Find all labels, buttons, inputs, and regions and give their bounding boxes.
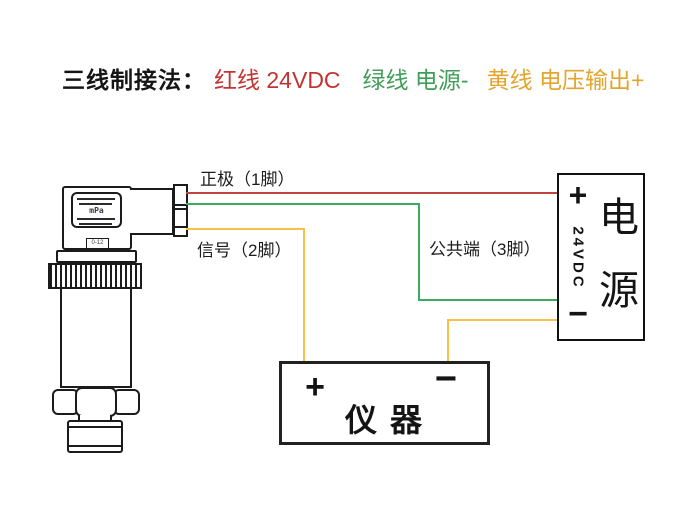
display-line: [79, 203, 112, 205]
instrument-minus-terminal: −: [434, 358, 458, 400]
title-green-wire-legend: 绿线 电源-: [362, 67, 469, 93]
instrument-name: 仪 器: [345, 402, 424, 438]
thread-line: [69, 426, 121, 428]
gland-ring-line: [175, 226, 186, 228]
transmitter-flange: [56, 250, 137, 263]
transmitter-cable-gland: [173, 184, 188, 237]
gland-ring-line: [175, 204, 186, 206]
yellow-wire-vertical-1: [303, 228, 305, 361]
yellow-wire-horizontal-1: [186, 228, 305, 230]
label-positive-pin1: 正极（1脚）: [200, 170, 295, 189]
label-common-pin3: 公共端（3脚）: [429, 240, 541, 259]
transmitter-nameplate: 0-12: [86, 238, 109, 249]
diagram-title: 三线制接法： 红线 24VDC 绿线 电源- 黄线 电压输出+: [62, 64, 644, 96]
psu-plus-terminal: +: [568, 177, 588, 213]
hex-nut-center-face: [75, 387, 117, 417]
hex-nut-right-face: [113, 389, 140, 415]
green-wire-horizontal-1: [186, 203, 420, 205]
red-wire-horizontal: [186, 192, 557, 194]
title-yellow-wire-legend: 黄线 电压输出+: [486, 67, 645, 93]
display-unit-text: mPa: [89, 206, 104, 215]
transmitter-connector-arm: [130, 188, 174, 235]
display-line: [77, 218, 115, 220]
transmitter-display: mPa: [71, 192, 122, 228]
instrument-plus-terminal: +: [305, 368, 325, 406]
label-signal-pin2: 信号（2脚）: [197, 241, 292, 260]
transmitter-knurled-ring: [48, 263, 142, 289]
psu-name-char-2: 源: [599, 269, 639, 313]
power-supply-box: + 24VDC − 电 源: [557, 173, 645, 341]
green-wire-vertical: [418, 203, 420, 301]
pressure-port-thread: [67, 420, 123, 453]
thread-line: [69, 445, 121, 447]
transmitter-body: [60, 289, 132, 388]
title-prefix: 三线制接法：: [62, 67, 206, 93]
instrument-box: + − 仪 器: [279, 358, 490, 445]
gland-ring-line: [175, 208, 186, 210]
yellow-wire-horizontal-2: [448, 319, 557, 321]
transmitter-neck: [78, 415, 112, 421]
psu-minus-terminal: −: [568, 295, 588, 333]
green-wire-horizontal-2: [418, 299, 557, 301]
psu-voltage-text: 24VDC: [569, 226, 587, 290]
display-line: [77, 198, 115, 200]
title-red-wire-legend: 红线 24VDC: [214, 67, 341, 93]
display-line: [79, 223, 112, 225]
psu-name-char-1: 电: [599, 196, 639, 240]
yellow-wire-vertical-2: [447, 319, 449, 361]
